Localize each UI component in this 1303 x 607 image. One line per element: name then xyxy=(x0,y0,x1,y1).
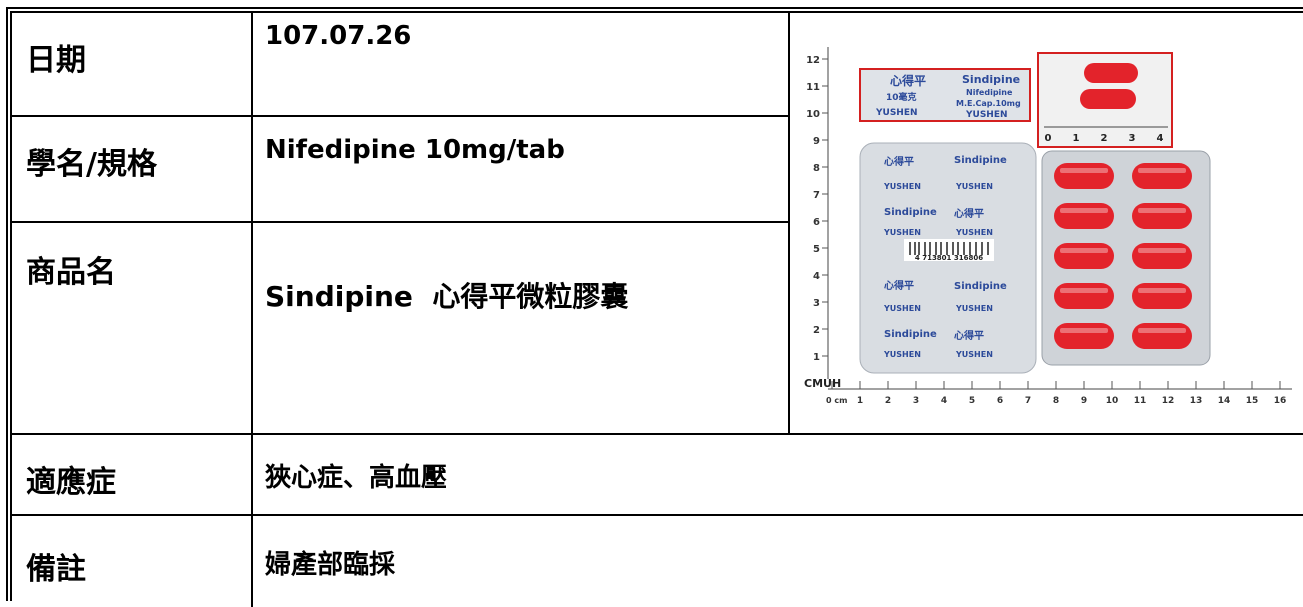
date-value: 107.07.26 xyxy=(265,21,412,51)
vertical-ruler: 12 11 10 9 8 7 6 5 4 3 2 1 xyxy=(806,47,829,379)
blister-capsules-front xyxy=(1041,150,1211,366)
svg-text:8: 8 xyxy=(813,163,820,174)
svg-text:心得平: 心得平 xyxy=(884,155,914,168)
svg-text:心得平: 心得平 xyxy=(954,207,984,220)
svg-text:14: 14 xyxy=(1218,396,1231,406)
product-name-label: 商品名 xyxy=(26,255,116,290)
svg-text:心得平: 心得平 xyxy=(954,329,984,342)
svg-text:12: 12 xyxy=(806,55,820,66)
svg-text:2: 2 xyxy=(813,325,820,336)
date-label: 日期 xyxy=(26,43,86,78)
remarks-label-cell: 備註 xyxy=(12,516,253,607)
svg-text:Sindipine: Sindipine xyxy=(884,207,937,218)
svg-text:5: 5 xyxy=(969,396,975,406)
product-name-value-cell: Sindipine 心得平微粒膠囊 xyxy=(253,223,790,435)
svg-text:16: 16 xyxy=(1274,396,1287,406)
product-name-label-cell: 商品名 xyxy=(12,223,253,435)
foil-generic: Nifedipine xyxy=(966,88,1013,97)
svg-text:3: 3 xyxy=(1129,133,1136,144)
generic-name-value: Nifedipine 10mg/tab xyxy=(265,135,565,165)
foil-form: M.E.Cap.10mg xyxy=(956,99,1021,108)
blister-foil-back: 4 713801 316806 心得平 Sindipine Sindipine 心得… xyxy=(859,142,1037,374)
svg-text:3: 3 xyxy=(813,298,820,309)
svg-text:YUSHEN: YUSHEN xyxy=(955,182,993,191)
indication-label: 適應症 xyxy=(26,465,116,500)
svg-text:4: 4 xyxy=(941,396,947,406)
capsule-closeup: 0 1 2 3 4 xyxy=(1037,52,1173,148)
remarks-value-cell: 婦產部臨採 xyxy=(253,516,1303,607)
date-label-cell: 日期 xyxy=(12,13,253,117)
svg-text:4: 4 xyxy=(1157,133,1164,144)
foil-maker: YUSHEN xyxy=(875,108,918,118)
foil-cn-name: 心得平 xyxy=(890,73,926,88)
svg-text:YUSHEN: YUSHEN xyxy=(955,228,993,237)
svg-text:心得平: 心得平 xyxy=(884,279,914,292)
svg-text:6: 6 xyxy=(997,396,1003,406)
svg-text:YUSHEN: YUSHEN xyxy=(955,304,993,313)
svg-text:7: 7 xyxy=(813,190,820,201)
svg-text:Sindipine: Sindipine xyxy=(954,281,1007,292)
remarks-label: 備註 xyxy=(26,552,86,587)
product-name-value: Sindipine 心得平微粒膠囊 xyxy=(265,280,629,313)
svg-text:YUSHEN: YUSHEN xyxy=(883,228,921,237)
svg-text:1: 1 xyxy=(857,396,863,406)
ruler-brand: CMUH xyxy=(804,377,841,390)
foil-strength: 10毫克 xyxy=(886,91,917,103)
svg-text:0: 0 xyxy=(1045,133,1052,144)
svg-text:4: 4 xyxy=(813,271,820,282)
svg-text:2: 2 xyxy=(1101,133,1108,144)
svg-text:YUSHEN: YUSHEN xyxy=(883,182,921,191)
svg-text:7: 7 xyxy=(1025,396,1031,406)
drug-info-table: 日期 107.07.26 學名/規格 Nifedipine 10mg/tab 商… xyxy=(6,7,1303,607)
svg-text:12: 12 xyxy=(1162,396,1175,406)
svg-text:Sindipine: Sindipine xyxy=(954,155,1007,166)
svg-text:11: 11 xyxy=(1134,396,1147,406)
svg-text:15: 15 xyxy=(1246,396,1259,406)
svg-text:YUSHEN: YUSHEN xyxy=(883,304,921,313)
foil-closeup: 心得平 10毫克 YUSHEN Sindipine Nifedipine M.E… xyxy=(859,68,1031,122)
svg-text:9: 9 xyxy=(1081,396,1087,406)
svg-text:13: 13 xyxy=(1190,396,1203,406)
svg-text:10: 10 xyxy=(1106,396,1119,406)
generic-name-value-cell: Nifedipine 10mg/tab xyxy=(253,117,790,223)
svg-text:5: 5 xyxy=(813,244,820,255)
foil-brand: Sindipine xyxy=(962,73,1020,86)
svg-text:11: 11 xyxy=(806,82,820,93)
svg-text:1: 1 xyxy=(813,352,820,363)
date-value-cell: 107.07.26 xyxy=(253,13,790,117)
generic-name-label: 學名/規格 xyxy=(26,147,157,182)
svg-text:9: 9 xyxy=(813,136,820,147)
indication-value-cell: 狹心症、高血壓 xyxy=(253,435,1303,516)
svg-text:Sindipine: Sindipine xyxy=(884,329,937,340)
svg-text:YUSHEN: YUSHEN xyxy=(965,110,1008,120)
ruler-unit: 0 cm xyxy=(826,396,847,405)
remarks-value: 婦產部臨採 xyxy=(265,550,396,580)
barcode-digits: 4 713801 316806 xyxy=(915,254,983,262)
generic-name-label-cell: 學名/規格 xyxy=(12,117,253,223)
svg-text:YUSHEN: YUSHEN xyxy=(883,350,921,359)
indication-value: 狹心症、高血壓 xyxy=(265,463,448,493)
svg-text:1: 1 xyxy=(1073,133,1080,144)
svg-text:6: 6 xyxy=(813,217,820,228)
svg-text:YUSHEN: YUSHEN xyxy=(955,350,993,359)
svg-text:10: 10 xyxy=(806,109,820,120)
indication-label-cell: 適應症 xyxy=(12,435,253,516)
svg-text:2: 2 xyxy=(885,396,891,406)
svg-text:3: 3 xyxy=(913,396,919,406)
svg-text:8: 8 xyxy=(1053,396,1059,406)
